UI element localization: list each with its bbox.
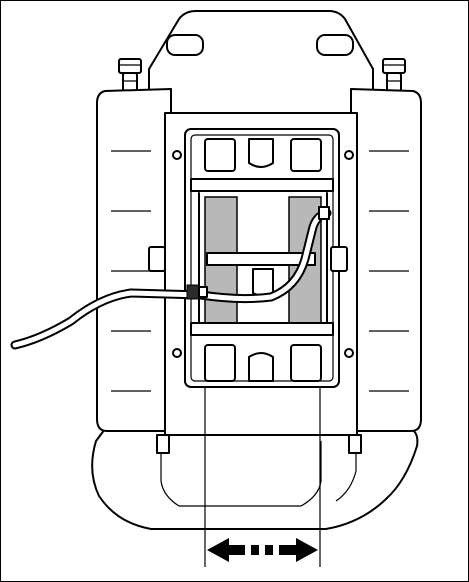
pad-retaining-bar-bottom (190, 322, 334, 336)
arrow-dash-3 (265, 545, 273, 555)
pad-cross-pin (206, 252, 316, 266)
arrow-dash-2 (251, 545, 259, 555)
mount-hole-tl (172, 150, 182, 160)
caliper-right-half (350, 88, 422, 432)
pad-retaining-bar-top (190, 178, 334, 192)
mount-hole-br (344, 348, 354, 358)
piston-top-center (248, 138, 274, 168)
mount-hole-tr (344, 150, 354, 160)
wear-sensor-connector (186, 284, 208, 300)
wear-sensor-clip (318, 206, 330, 220)
piston-top-right (290, 138, 322, 172)
anti-rattle-clip (252, 268, 274, 297)
bottom-lug-left (156, 434, 170, 454)
piston-bottom-right (290, 344, 322, 382)
mount-hole-bl (172, 348, 182, 358)
bridge-window-left (166, 34, 204, 56)
piston-top-left (204, 138, 236, 172)
bleed-nipple-right (382, 58, 406, 92)
skirt-inner-curve (160, 441, 322, 507)
arrow-dash-1 (229, 545, 245, 555)
right-half-ribs (369, 150, 409, 392)
piston-bottom-left (204, 344, 236, 382)
bottom-lug-right (348, 434, 362, 454)
arrow-head-right (296, 538, 318, 562)
bleed-nipple-left (118, 58, 142, 92)
bridge-window-right (316, 34, 354, 56)
piston-bottom-center (248, 352, 274, 382)
caliper-left-half (96, 88, 172, 432)
caliper-lower-skirt (91, 428, 419, 530)
skirt-inner-curve-right (335, 441, 357, 502)
wear-sensor-wire-inner (12, 210, 330, 348)
caliper-side-tab-left (148, 246, 166, 272)
caliper-side-tab-right (330, 246, 348, 272)
left-half-ribs (111, 150, 151, 392)
caliper-top-bridge (148, 10, 374, 122)
arrow-head-left (207, 538, 229, 562)
pad-width-arrow (207, 538, 318, 562)
arrow-dash-4 (279, 545, 296, 555)
